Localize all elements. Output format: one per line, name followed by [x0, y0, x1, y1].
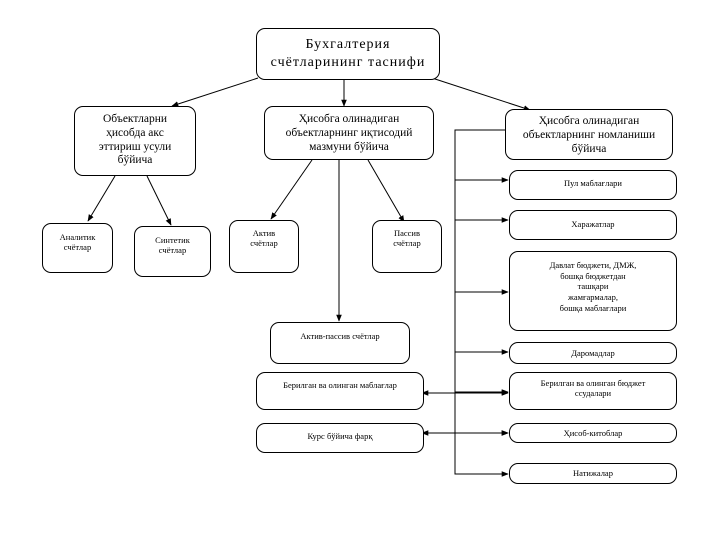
branch-economic-content: Ҳисобга олинадиган объектларнинг иқтисод… — [264, 106, 434, 160]
node-label: Аналитик счётлар — [59, 232, 96, 253]
node-label: Харажатлар — [571, 219, 615, 229]
node-label: Курс бўйича фарқ — [307, 431, 373, 441]
node-label: Пассив счётлар — [393, 228, 421, 249]
node-cash: Пул маблағлари — [509, 170, 677, 200]
node-label: Даромадлар — [571, 348, 615, 358]
title-box: Бухгалтерия счётларининг таснифи — [256, 28, 440, 80]
node-budget-loans: Берилган ва олинган бюджет ссудалари — [509, 372, 677, 410]
node-label: Давлат бюджети, ДМЖ, бошқа бюджетдан таш… — [549, 260, 637, 313]
arrow-middle-passive — [367, 159, 405, 223]
branch-label: Ҳисобга олинадиган объектларнинг иқтисод… — [285, 113, 413, 153]
node-exchange-difference: Курс бўйича фарқ — [256, 423, 424, 453]
arrow-title-left — [171, 77, 259, 107]
arrow-left-analytic — [87, 175, 116, 222]
node-results: Натижалар — [509, 463, 677, 484]
node-label: Ҳисоб-китоблар — [563, 428, 623, 438]
branch-object-names: Ҳисобга олинадиган объектларнинг номлани… — [505, 109, 673, 160]
node-settlements: Ҳисоб-китоблар — [509, 423, 677, 443]
node-label: Актив счётлар — [250, 228, 278, 249]
arrow-left-synthetic — [146, 175, 172, 226]
node-expenses: Харажатлар — [509, 210, 677, 240]
branch-label: Ҳисобга олинадиган объектларнинг номлани… — [522, 115, 656, 155]
node-state-budget: Давлат бюджети, ДМЖ, бошқа бюджетдан таш… — [509, 251, 677, 331]
node-active-accounts: Актив счётлар — [229, 220, 299, 273]
node-synthetic-accounts: Синтетик счётлар — [134, 226, 211, 277]
node-label: Натижалар — [573, 468, 613, 478]
node-analytic-accounts: Аналитик счётлар — [42, 223, 113, 273]
node-passive-accounts: Пассив счётлар — [372, 220, 442, 273]
node-label: Актив-пассив счётлар — [300, 331, 380, 341]
diagram-title: Бухгалтерия счётларининг таснифи — [270, 37, 426, 71]
node-label: Синтетик счётлар — [155, 235, 190, 256]
branch-accounting-method: Объектларни ҳисобда акс эттириш усули бў… — [74, 106, 196, 176]
node-label: Пул маблағлари — [564, 178, 622, 188]
node-active-passive-accounts: Актив-пассив счётлар — [270, 322, 410, 364]
arrow-title-right — [431, 77, 531, 111]
node-label: Берилган ва олинган маблағлар — [283, 380, 397, 390]
node-label: Берилган ва олинган бюджет ссудалари — [540, 378, 646, 399]
node-income: Даромадлар — [509, 342, 677, 364]
bracket-line — [454, 129, 509, 477]
branch-label: Объектларни ҳисобда акс эттириш усули бў… — [98, 113, 172, 167]
arrow-middle-active — [270, 159, 313, 220]
node-given-received-funds: Берилган ва олинган маблағлар — [256, 372, 424, 410]
